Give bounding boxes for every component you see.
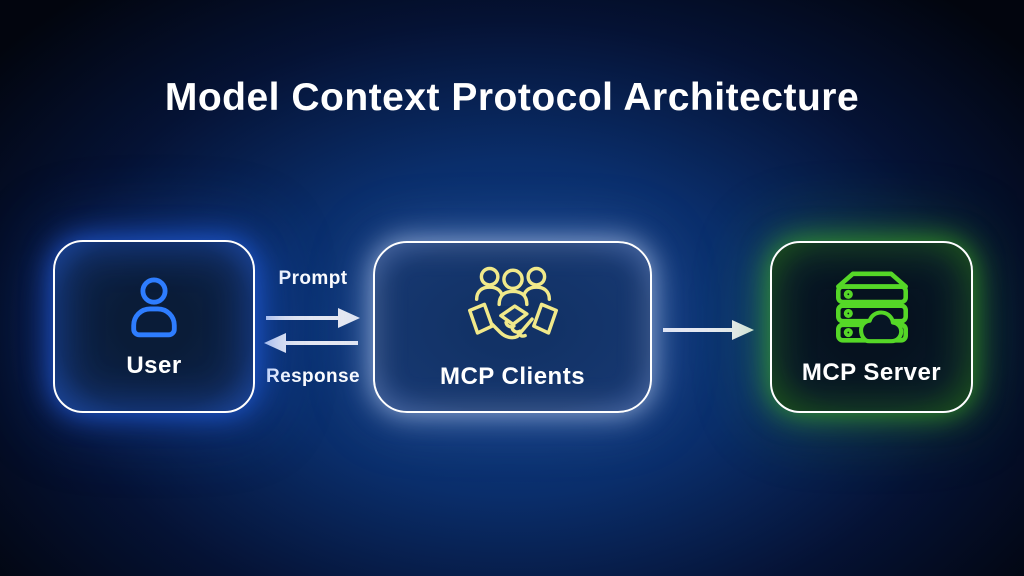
- arrow-response: [264, 333, 358, 353]
- node-label-mcp-clients: MCP Clients: [439, 363, 586, 390]
- node-label-user: User: [126, 351, 182, 379]
- arrow-prompt: [266, 308, 360, 328]
- user-icon: [125, 276, 183, 338]
- node-user: User: [53, 240, 255, 413]
- node-mcp-server: MCP Server: [770, 241, 973, 413]
- team-handshake-icon: [467, 265, 558, 349]
- edge-label-response: Response: [265, 366, 360, 387]
- page-title: Model Context Protocol Architecture: [164, 76, 860, 119]
- edge-label-prompt: Prompt: [278, 268, 348, 289]
- node-mcp-clients: MCP Clients: [373, 241, 652, 413]
- arrow-clients-to-server: [663, 320, 754, 340]
- node-label-mcp-server: MCP Server: [801, 358, 942, 386]
- server-cloud-icon: [831, 270, 913, 345]
